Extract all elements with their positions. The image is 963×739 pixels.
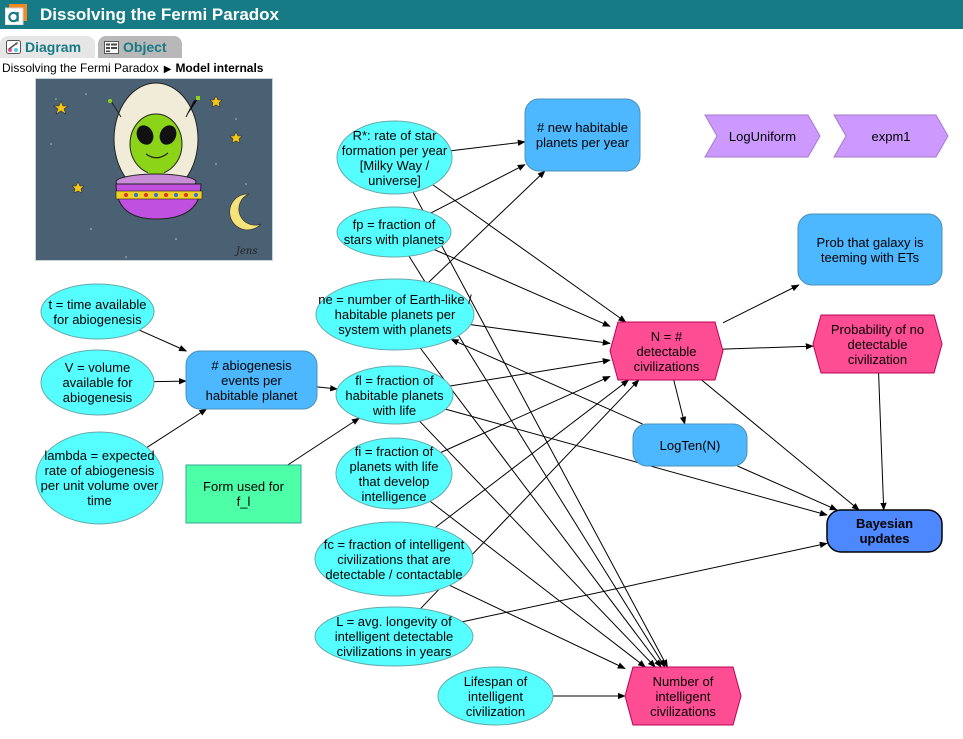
diagram-icon bbox=[6, 40, 21, 54]
tab-object-label: Object bbox=[123, 39, 167, 55]
node-expm1[interactable] bbox=[834, 115, 948, 157]
arrow-ne-to-numintel bbox=[419, 347, 662, 668]
node-t-shape[interactable] bbox=[40, 283, 155, 340]
node-V[interactable] bbox=[41, 350, 154, 415]
analytica-logo-icon bbox=[5, 4, 27, 25]
node-N[interactable] bbox=[610, 322, 723, 380]
star-icons bbox=[53, 95, 243, 194]
arrows-layer bbox=[139, 139, 887, 700]
arrow-ne-to-N bbox=[470, 324, 611, 346]
arrow-abio-to-fl bbox=[316, 385, 339, 392]
node-logunif-shape[interactable] bbox=[704, 114, 821, 158]
node-numintel-shape[interactable] bbox=[624, 666, 742, 726]
node-L[interactable] bbox=[315, 607, 473, 666]
node-fp-shape[interactable] bbox=[336, 206, 452, 258]
arrow-fi-to-numintel bbox=[429, 500, 646, 668]
window-title: Dissolving the Fermi Paradox bbox=[40, 5, 280, 24]
tab-diagram-label: Diagram bbox=[25, 39, 82, 55]
arrow-N-to-probno bbox=[722, 343, 814, 350]
node-L-shape[interactable] bbox=[314, 606, 474, 667]
node-probno-shape[interactable] bbox=[812, 314, 943, 374]
node-fc[interactable] bbox=[315, 522, 473, 596]
node-V-shape[interactable] bbox=[40, 349, 155, 416]
arrow-fp-to-newhab bbox=[430, 164, 526, 214]
tab-object[interactable]: Object bbox=[98, 36, 182, 58]
node-probno[interactable] bbox=[813, 315, 942, 373]
arrow-fp-to-N bbox=[434, 249, 611, 327]
node-logten[interactable] bbox=[633, 424, 747, 466]
object-icon bbox=[104, 40, 119, 54]
arrow-fl-to-numintel bbox=[419, 420, 656, 668]
title-bar: Dissolving the Fermi Paradox bbox=[0, 0, 963, 29]
node-fc-shape[interactable] bbox=[314, 521, 474, 597]
node-logunif[interactable] bbox=[705, 115, 820, 157]
breadcrumb: Dissolving the Fermi Paradox ▶Model inter… bbox=[2, 61, 263, 75]
node-abio-shape[interactable] bbox=[185, 350, 318, 410]
node-logten-shape[interactable] bbox=[632, 423, 748, 467]
node-fp[interactable] bbox=[337, 207, 451, 257]
arrow-rstar-to-newhab bbox=[450, 139, 526, 152]
node-newhab-shape[interactable] bbox=[524, 98, 641, 172]
arrow-V-to-abio bbox=[153, 377, 187, 385]
arrow-fl-to-N bbox=[450, 358, 611, 387]
node-numintel[interactable] bbox=[625, 667, 741, 725]
node-newhab[interactable] bbox=[525, 99, 640, 171]
breadcrumb-current: Model internals bbox=[175, 61, 264, 75]
svg-text:Jens: Jens bbox=[234, 246, 258, 257]
alien-picture: Jens bbox=[35, 78, 273, 261]
arrow-ne-to-newhab bbox=[428, 170, 546, 283]
arrow-probno-to-bayes bbox=[878, 372, 887, 511]
node-lambda[interactable] bbox=[36, 432, 163, 524]
tab-diagram[interactable]: Diagram bbox=[0, 36, 95, 58]
arrow-L-to-bayes bbox=[462, 541, 828, 623]
node-form[interactable] bbox=[186, 465, 301, 523]
node-lifespan[interactable] bbox=[438, 667, 553, 725]
node-fi-shape[interactable] bbox=[335, 437, 453, 510]
node-fi[interactable] bbox=[336, 438, 452, 509]
triangle-right-icon: ▶ bbox=[163, 64, 172, 75]
arrow-lambda-to-abio bbox=[146, 408, 208, 448]
arrow-logten-to-ne bbox=[450, 338, 643, 425]
arrow-N-to-bayes bbox=[701, 379, 860, 511]
arrow-rstar-to-numintel bbox=[412, 191, 668, 668]
nodes-layer bbox=[35, 98, 949, 726]
node-t[interactable] bbox=[41, 284, 154, 339]
node-ne-shape[interactable] bbox=[315, 278, 475, 351]
arrow-t-to-abio bbox=[139, 329, 188, 352]
arrow-form-to-fl bbox=[287, 417, 360, 466]
node-bayes[interactable] bbox=[827, 510, 942, 552]
node-abio[interactable] bbox=[186, 351, 317, 409]
arrow-fi-to-N bbox=[440, 375, 611, 453]
node-rstar-shape[interactable] bbox=[336, 120, 453, 195]
node-teeming-shape[interactable] bbox=[797, 213, 943, 286]
node-lifespan-shape[interactable] bbox=[437, 666, 554, 726]
node-form-shape[interactable] bbox=[185, 464, 302, 524]
node-fl[interactable] bbox=[336, 366, 453, 424]
node-lambda-shape[interactable] bbox=[35, 431, 164, 525]
arrow-fl-to-bayes bbox=[445, 408, 828, 517]
node-expm1-shape[interactable] bbox=[833, 114, 949, 158]
node-rstar[interactable] bbox=[337, 121, 452, 194]
arrow-N-to-teeming bbox=[722, 284, 800, 324]
node-teeming[interactable] bbox=[798, 214, 942, 285]
node-bayes-shape[interactable] bbox=[826, 509, 943, 553]
node-ne[interactable] bbox=[316, 279, 474, 350]
arrow-logten-to-bayes bbox=[737, 465, 838, 511]
arrow-N-to-logten bbox=[673, 379, 687, 425]
node-fl-shape[interactable] bbox=[335, 365, 454, 425]
alien-illustration: Jens bbox=[50, 82, 262, 258]
breadcrumb-parent[interactable]: Dissolving the Fermi Paradox bbox=[2, 61, 159, 75]
arrow-fc-to-numintel bbox=[449, 584, 626, 669]
node-N-shape[interactable] bbox=[609, 321, 724, 381]
arrow-rstar-to-N bbox=[432, 184, 627, 323]
